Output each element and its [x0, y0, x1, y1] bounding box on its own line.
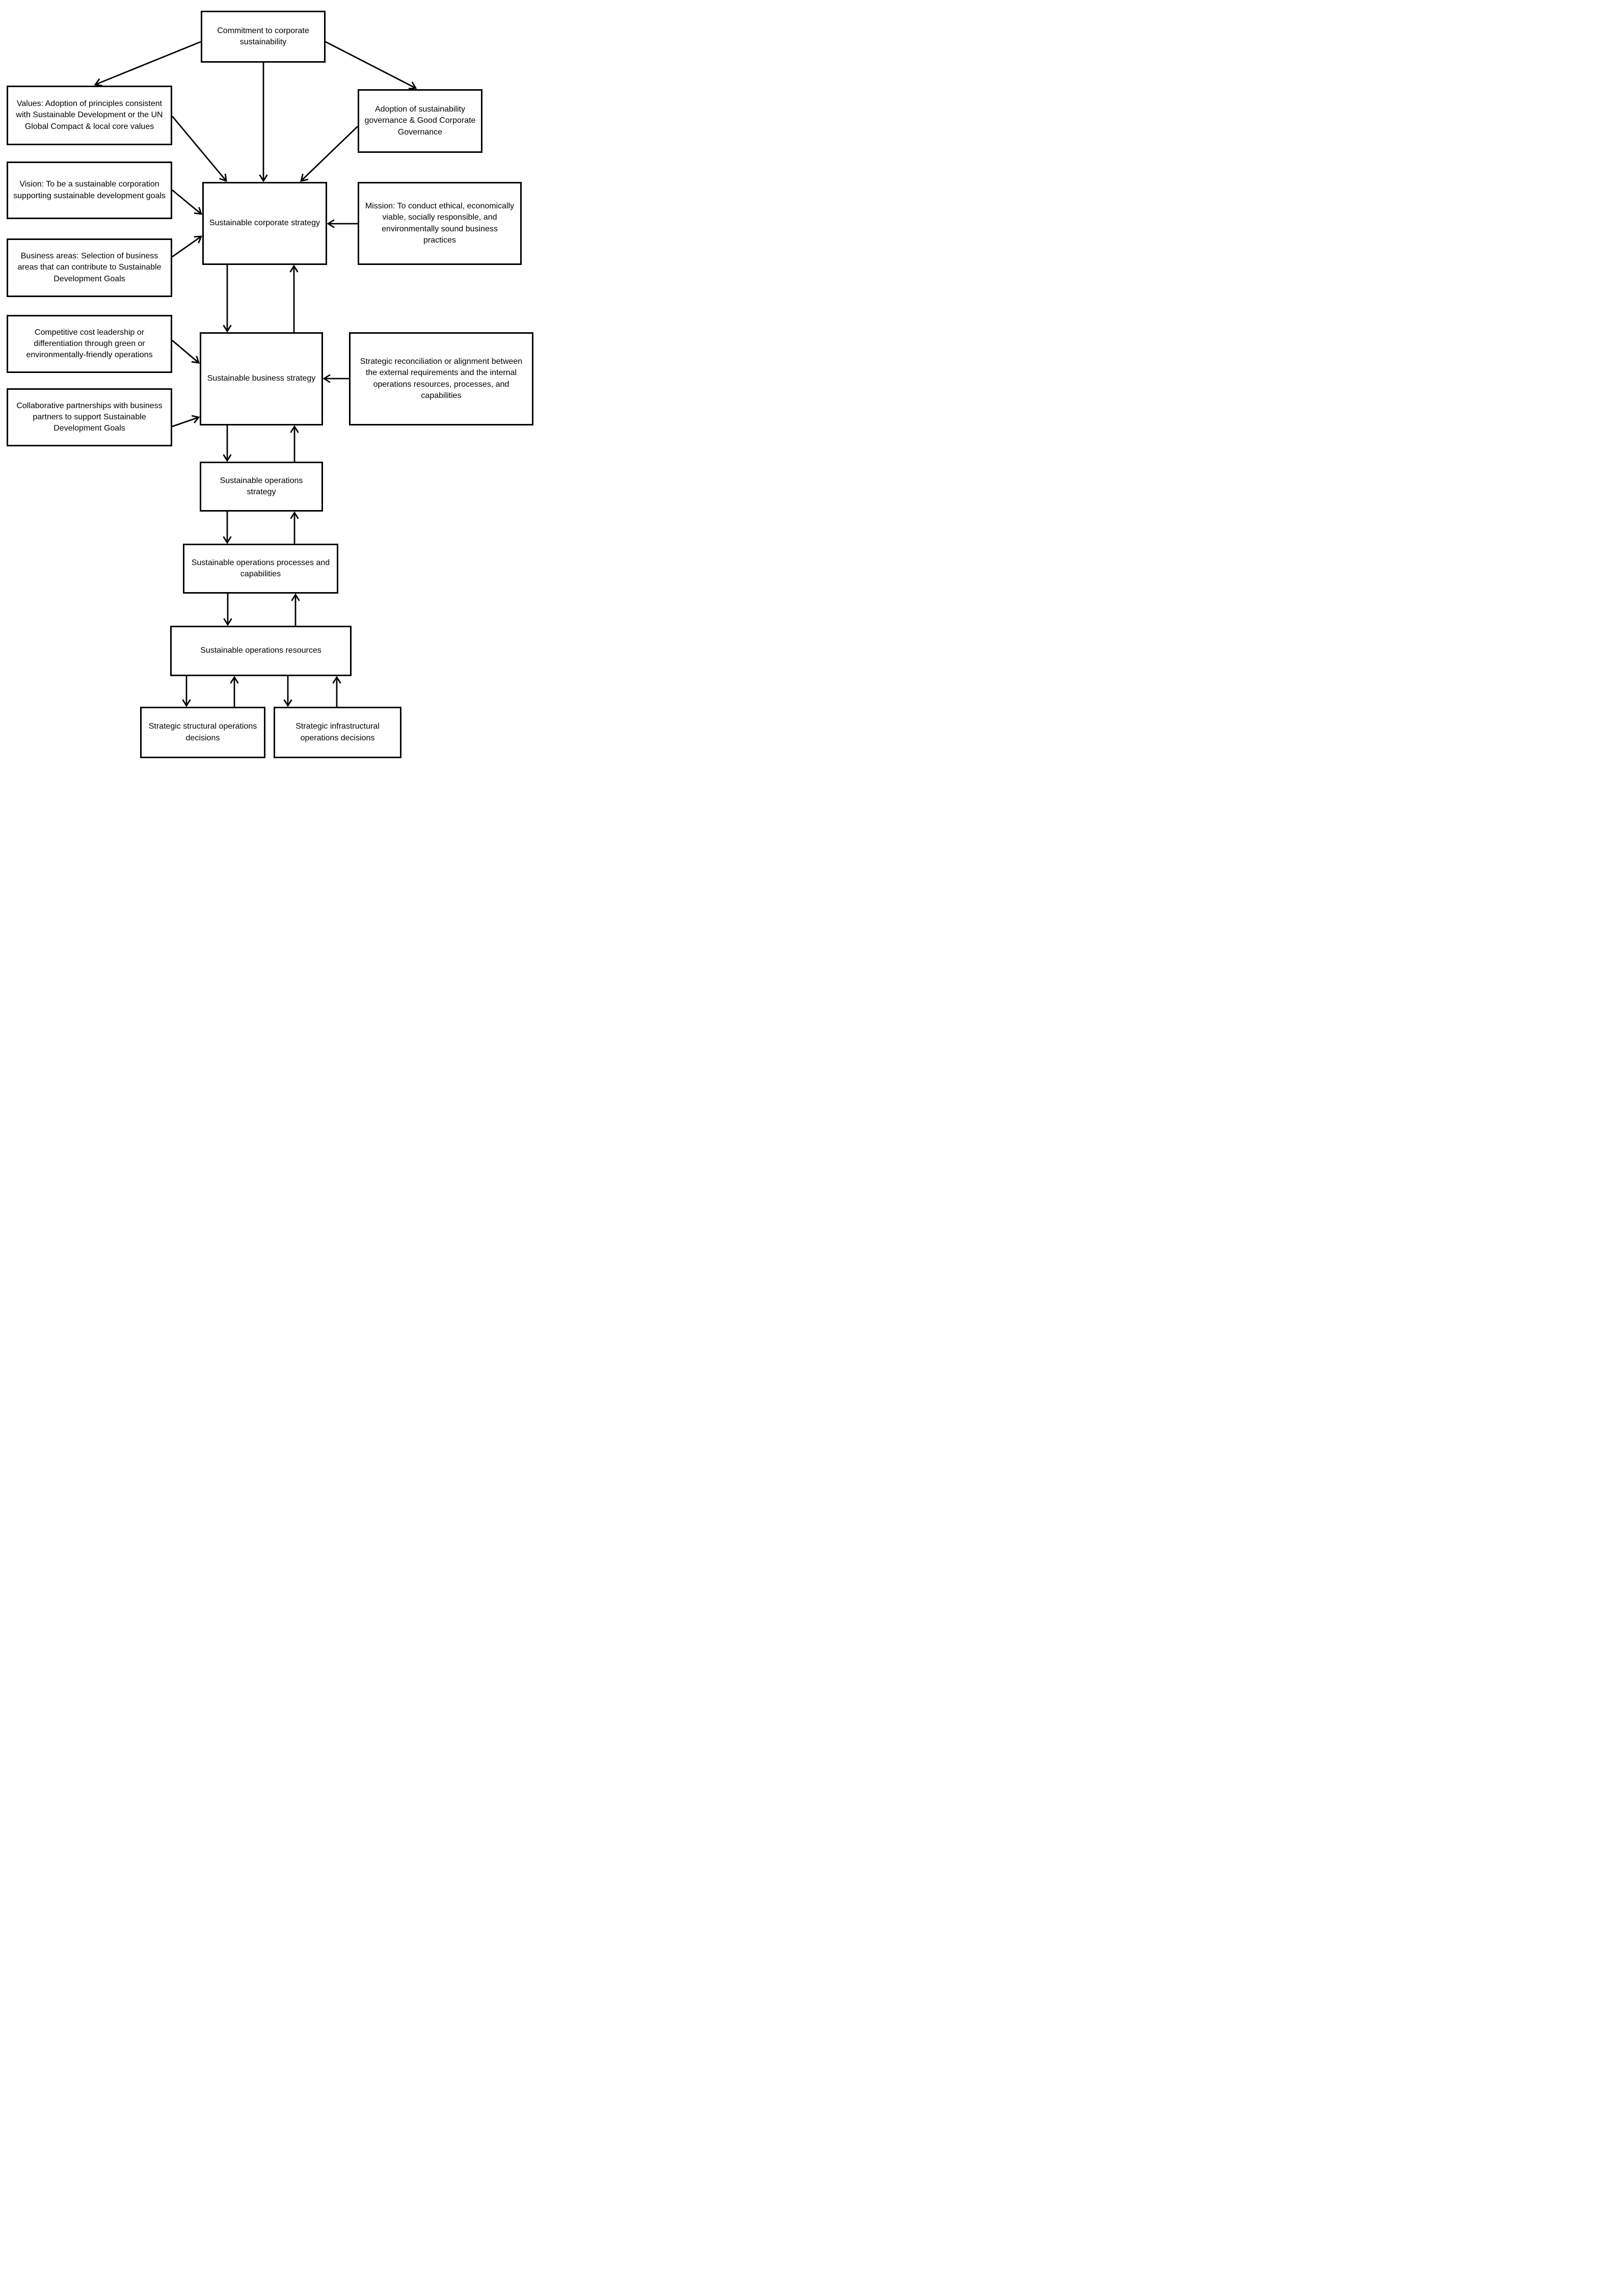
- box-commitment-to-corporate-sustainability: Commitment to corporate sustainability: [201, 11, 326, 63]
- arrow-collaborative-to-business-strategy: [172, 415, 200, 428]
- box-strategic-structural-operations-decisions: Strategic structural operations decision…: [140, 707, 265, 758]
- box-label: Commitment to corporate sustainability: [217, 26, 309, 46]
- box-label: Sustainable operations resources: [200, 646, 321, 655]
- box-strategic-reconciliation: Strategic reconciliation or alignment be…: [349, 332, 533, 425]
- box-sustainable-business-strategy: Sustainable business strategy: [200, 332, 323, 425]
- box-sustainable-corporate-strategy: Sustainable corporate strategy: [202, 182, 327, 265]
- box-label: Strategic structural operations decision…: [148, 722, 257, 742]
- box-label: Collaborative partnerships with business…: [16, 401, 163, 433]
- box-values: Values: Adoption of principles consisten…: [7, 86, 172, 145]
- box-adoption-of-sustainability-governance: Adoption of sustainability governance & …: [358, 89, 482, 153]
- box-sustainable-operations-processes-and-capabilities: Sustainable operations processes and cap…: [183, 544, 338, 594]
- box-label: Strategic reconciliation or alignment be…: [360, 357, 523, 400]
- box-sustainable-operations-resources: Sustainable operations resources: [170, 626, 352, 676]
- box-competitive-cost-leadership: Competitive cost leadership or different…: [7, 315, 172, 373]
- box-label: Adoption of sustainability governance & …: [364, 105, 476, 137]
- arrow-adoption-to-corporate-strategy: [300, 125, 358, 182]
- box-label: Sustainable operations processes and cap…: [191, 558, 330, 578]
- box-mission: Mission: To conduct ethical, economicall…: [358, 182, 522, 265]
- arrow-commitment-to-values: [94, 41, 201, 87]
- arrow-values-to-corporate-strategy: [171, 116, 227, 182]
- box-business-areas: Business areas: Selection of business ar…: [7, 238, 172, 297]
- box-label: Vision: To be a sustainable corporation …: [13, 180, 166, 200]
- box-label: Sustainable business strategy: [207, 374, 316, 383]
- box-label: Mission: To conduct ethical, economicall…: [365, 202, 515, 245]
- box-label: Competitive cost leadership or different…: [26, 328, 153, 360]
- box-label: Strategic infrastructural operations dec…: [295, 722, 380, 742]
- box-label: Business areas: Selection of business ar…: [17, 252, 162, 283]
- box-label: Sustainable operations strategy: [220, 476, 303, 496]
- box-strategic-infrastructural-operations-decisions: Strategic infrastructural operations dec…: [274, 707, 401, 758]
- arrow-business-areas-to-corporate-strategy: [172, 235, 203, 258]
- box-label: Values: Adoption of principles consisten…: [16, 99, 163, 131]
- box-sustainable-operations-strategy: Sustainable operations strategy: [200, 462, 323, 512]
- arrow-vision-to-corporate-strategy: [172, 189, 203, 215]
- arrow-competitive-to-business-strategy: [172, 339, 200, 364]
- box-collaborative-partnerships: Collaborative partnerships with business…: [7, 388, 172, 446]
- box-vision: Vision: To be a sustainable corporation …: [7, 162, 172, 219]
- flowchart-canvas: Commitment to corporate sustainability V…: [0, 0, 538, 765]
- box-label: Sustainable corporate strategy: [209, 219, 320, 228]
- arrow-commitment-to-adoption: [325, 41, 417, 90]
